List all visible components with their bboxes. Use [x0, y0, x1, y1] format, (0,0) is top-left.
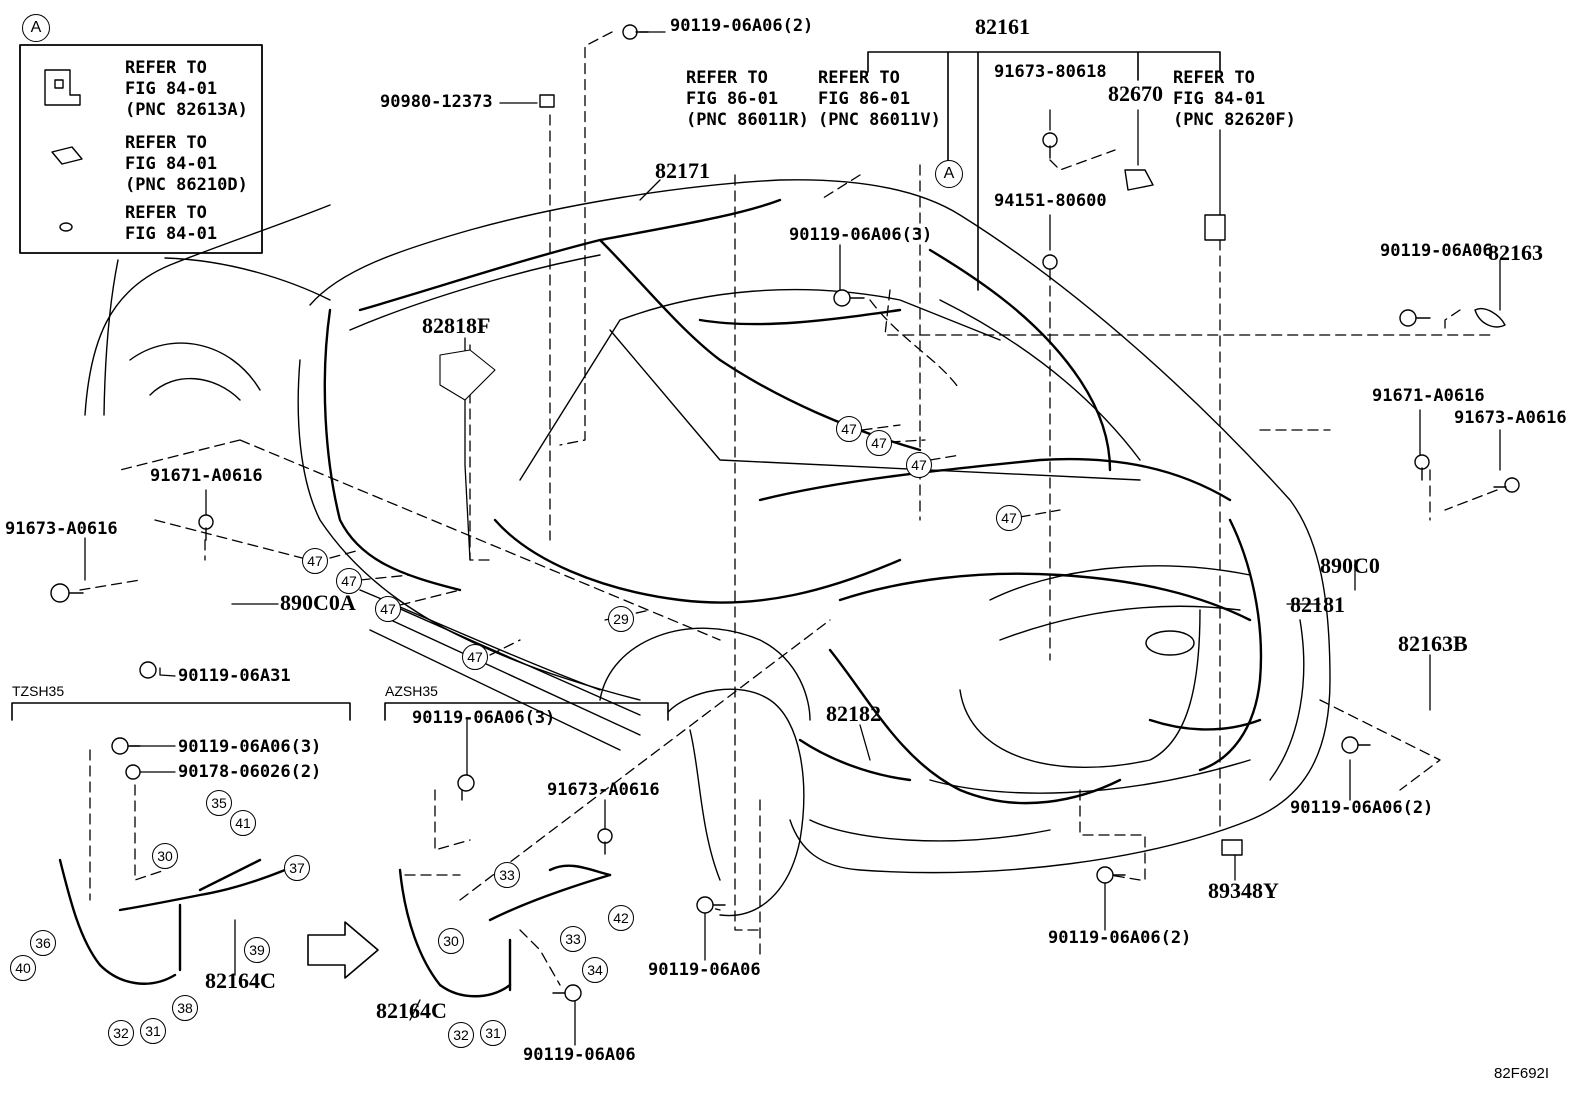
- refer-note-86011r: REFER TO FIG 86-01 (PNC 86011R): [686, 68, 809, 130]
- sub-harness-82164c: [58, 858, 612, 998]
- part-label: 90119-06A06: [648, 960, 761, 980]
- part-label: 90119-06A31: [178, 666, 291, 686]
- part-label: 94151-80600: [994, 191, 1107, 211]
- callout-34: 34: [582, 957, 608, 983]
- part-label-89348y: 89348Y: [1208, 878, 1279, 903]
- part-label: 91671-A0616: [150, 466, 263, 486]
- part-label: 91673-A0616: [1454, 408, 1567, 428]
- bolt-glyph: [622, 24, 649, 40]
- section-label-azsh35: AZSH35: [385, 683, 438, 699]
- callout-47: 47: [302, 548, 328, 574]
- callout-47: 47: [866, 430, 892, 456]
- callout-40: 40: [10, 955, 36, 981]
- part-label-82164c: 82164C: [376, 998, 447, 1023]
- callout-33: 33: [494, 862, 520, 888]
- part-label-82163b: 82163B: [1398, 631, 1468, 656]
- callout-31: 31: [140, 1018, 166, 1044]
- refer-note-86011v: REFER TO FIG 86-01 (PNC 86011V): [818, 68, 941, 130]
- part-label: 90119-06A06(2): [670, 16, 814, 36]
- legend-marker-a: A: [22, 14, 50, 42]
- callout-30: 30: [152, 843, 178, 869]
- callout-37: 37: [284, 855, 310, 881]
- callout-32: 32: [448, 1022, 474, 1048]
- part-label: 90119-06A06(2): [1290, 798, 1434, 818]
- part-label-890c0: 890C0: [1320, 553, 1380, 578]
- part-label-82670: 82670: [1108, 81, 1163, 106]
- part-label: 90119-06A06(2): [1048, 928, 1192, 948]
- callout-29: 29: [608, 606, 634, 632]
- part-label-82818f: 82818F: [422, 313, 491, 338]
- part-label: 91673-80618: [994, 62, 1107, 82]
- legend-box: [19, 44, 263, 254]
- part-label-82164c: 82164C: [205, 968, 276, 993]
- callout-32: 32: [108, 1020, 134, 1046]
- legend-item-1: REFER TO FIG 84-01 (PNC 82613A): [125, 58, 248, 120]
- part-label-82163: 82163: [1488, 240, 1543, 265]
- part-label: 90119-06A06(3): [178, 737, 322, 757]
- section-label-tzsh35: TZSH35: [12, 683, 65, 699]
- callout-35: 35: [206, 790, 232, 816]
- car-body: [84, 179, 1331, 917]
- callout-47: 47: [375, 596, 401, 622]
- part-label-82171: 82171: [655, 158, 710, 183]
- part-label: 91673-A0616: [5, 519, 118, 539]
- part-label-82182: 82182: [826, 701, 881, 726]
- callout-38: 38: [172, 995, 198, 1021]
- part-label: 90119-06A06(3): [412, 708, 556, 728]
- callout-47: 47: [906, 452, 932, 478]
- part-label: 90980-12373: [380, 92, 493, 112]
- part-label: 91673-A0616: [547, 780, 660, 800]
- part-label: 90119-06A06: [523, 1045, 636, 1065]
- dashed-leaders: [79, 31, 1498, 986]
- tzsh35-bracket: [11, 702, 351, 721]
- part-label-82181: 82181: [1290, 592, 1345, 617]
- diagram-code: 82F692I: [1494, 1065, 1550, 1082]
- part-label: 91671-A0616: [1372, 386, 1485, 406]
- part-label: 90119-06A06: [1380, 241, 1493, 261]
- arrow-tzsh-to-azsh: [307, 921, 379, 979]
- legend-item-2: REFER TO FIG 84-01 (PNC 86210D): [125, 133, 248, 195]
- callout-39: 39: [244, 937, 270, 963]
- callout-47: 47: [836, 416, 862, 442]
- harness-82171: [323, 198, 922, 604]
- callout-47: 47: [336, 568, 362, 594]
- callout-36: 36: [30, 930, 56, 956]
- part-label-82161: 82161: [975, 14, 1030, 39]
- legend-item-3: REFER TO FIG 84-01: [125, 203, 218, 244]
- callout-30: 30: [438, 928, 464, 954]
- bracket-82161: [867, 51, 1221, 291]
- part-label-890c0a: 890C0A: [280, 590, 356, 615]
- marker-a-on-car: A: [935, 160, 963, 188]
- callout-42: 42: [608, 905, 634, 931]
- callout-33: 33: [560, 926, 586, 952]
- harness-82181-82182: [758, 248, 1263, 805]
- part-label: 90119-06A06(3): [789, 225, 933, 245]
- solid-leaders: [84, 31, 1501, 1046]
- callout-47: 47: [462, 644, 488, 670]
- callout-31: 31: [480, 1020, 506, 1046]
- callout-47: 47: [996, 505, 1022, 531]
- part-label: 90178-06026(2): [178, 762, 322, 782]
- part-glyphs: [44, 24, 1520, 1002]
- refer-note-82620f: REFER TO FIG 84-01 (PNC 82620F): [1173, 68, 1296, 130]
- callout-41: 41: [230, 810, 256, 836]
